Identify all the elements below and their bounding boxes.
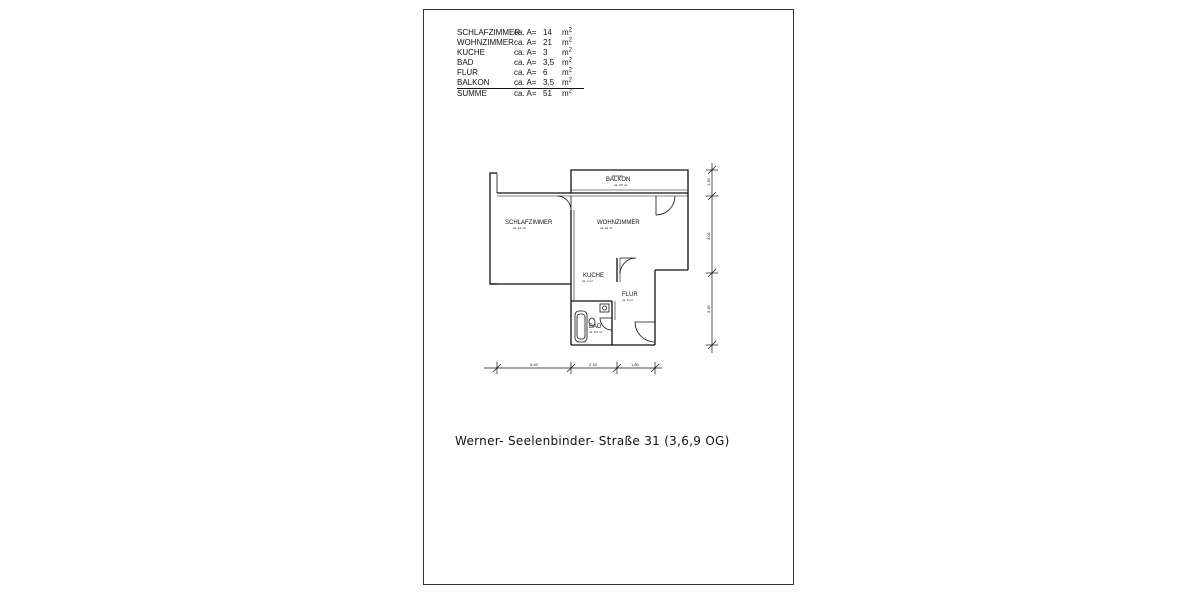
unit-exponent: 2 [568, 88, 573, 95]
unit-exponent: 2 [568, 47, 573, 54]
drawing-sheet [423, 9, 794, 585]
washbasin [599, 303, 610, 313]
area-unit: m2 [562, 67, 573, 78]
plan-doors [556, 195, 676, 343]
area-room-name: SCHLAFZIMMER [457, 28, 521, 37]
area-sum-divider [457, 88, 584, 89]
area-ca-label: ca. A= [514, 68, 537, 77]
area-ca-label: ca. A= [514, 28, 537, 37]
unit-base: m [562, 28, 569, 37]
area-value: 3,5 [543, 78, 555, 87]
area-unit: m2 [562, 77, 573, 88]
bathtub [574, 310, 588, 343]
dimension-line-bottom [484, 362, 662, 374]
kuche-label: KUCHE [583, 273, 604, 279]
area-unit: m2 [562, 47, 573, 58]
door-bath [599, 317, 613, 331]
dimension-right-2: 3.05 [706, 231, 711, 240]
dimension-right-3: 3.45 [706, 304, 711, 313]
address-caption: Werner- Seelenbinder- Straße 31 (3,6,9 O… [455, 434, 730, 448]
unit-base: m [562, 68, 569, 77]
door-living [655, 195, 676, 216]
unit-exponent: 2 [568, 57, 573, 64]
dimension-line-right [706, 163, 718, 353]
bad-area: ca. 3,5 m² [589, 330, 602, 334]
area-room-name: KUCHE [457, 48, 486, 57]
area-room-name: FLUR [457, 68, 478, 77]
door-bedroom [556, 195, 572, 211]
schlafzimmer-area: ca. 14 m² [513, 226, 526, 230]
area-sum-value: 51 [543, 89, 552, 98]
unit-exponent: 2 [568, 77, 573, 84]
area-ca-label: ca. A= [514, 38, 537, 47]
area-value: 3 [543, 48, 548, 57]
unit-base: m [562, 48, 569, 57]
area-room-name: WOHNZIMMER [457, 38, 514, 47]
area-unit: m2 [562, 57, 573, 68]
area-value: 6 [543, 68, 548, 77]
toilet [588, 317, 596, 327]
area-ca-label: ca. A= [514, 78, 537, 87]
unit-base: m [562, 58, 569, 67]
wohnzimmer-area: ca. 21 m² [600, 226, 613, 230]
area-ca-label: ca. A= [514, 58, 537, 67]
unit-base: m [562, 38, 569, 47]
unit-base: m [562, 89, 569, 98]
door-entrance [634, 321, 656, 343]
area-value: 21 [543, 38, 552, 47]
area-ca-label: ca. A= [514, 89, 537, 98]
plan-labels: BALKON ca. 3,5 m² SCHLAFZIMMER ca. 14 m²… [505, 177, 640, 334]
area-value: 3,5 [543, 58, 555, 67]
dimension-bottom-1: 3.45 [530, 362, 539, 367]
unit-base: m [562, 78, 569, 87]
dimension-right-1: 1.30 [706, 177, 711, 186]
bad-label: BAD [589, 324, 602, 330]
area-unit: m2 [562, 88, 573, 99]
schlafzimmer-label: SCHLAFZIMMER [505, 220, 553, 226]
area-ca-label: ca. A= [514, 48, 537, 57]
door-kitchen [619, 257, 637, 275]
unit-exponent: 2 [568, 67, 573, 74]
balkon-area: ca. 3,5 m² [614, 183, 627, 187]
dimension-bottom-2: 2.18 [589, 362, 598, 367]
unit-exponent: 2 [568, 37, 573, 44]
dimension-bottom-3: 1.80 [631, 362, 640, 367]
area-value: 14 [543, 28, 552, 37]
wohnzimmer-label: WOHNZIMMER [597, 220, 640, 226]
plan-walls [489, 169, 689, 346]
bedroom-outer-wall [489, 172, 497, 285]
area-room-name: BALKON [457, 78, 490, 87]
area-unit: m2 [562, 37, 573, 48]
area-unit: m2 [562, 27, 573, 38]
balcony-outline [570, 169, 689, 193]
balkon-label: BALKON [606, 177, 630, 183]
unit-exponent: 2 [568, 27, 573, 34]
kuche-area: ca. 3 m² [582, 279, 593, 283]
area-sum-label: SUMME [457, 89, 487, 98]
plan-fixtures [574, 303, 610, 343]
flur-label: FLUR [622, 292, 638, 298]
area-room-name: BAD [457, 58, 474, 67]
flur-area: ca. 6 m² [622, 298, 633, 302]
